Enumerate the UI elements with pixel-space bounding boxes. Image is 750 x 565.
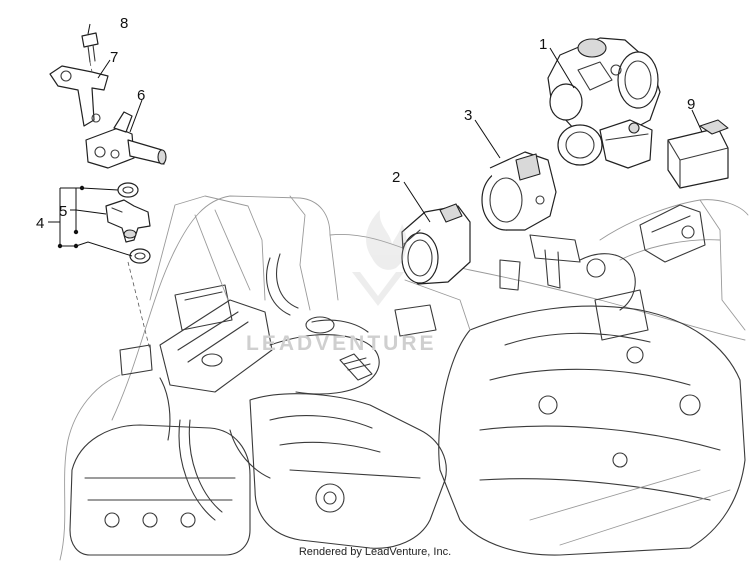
callout-6: 6	[137, 87, 145, 104]
callout-leaders	[48, 23, 703, 257]
assembly-guide-lines	[89, 61, 151, 351]
engine-frame-illustration	[59, 195, 749, 561]
o-ring-part	[129, 248, 151, 264]
callout-9: 9	[687, 96, 695, 113]
sensor-part	[85, 111, 167, 169]
clamp-coupling-part	[481, 151, 557, 231]
cover-pad-part	[667, 119, 729, 189]
callout-4: 4	[36, 215, 44, 232]
footer-credit: Rendered by LeadVenture, Inc.	[298, 546, 452, 558]
callout-3: 3	[464, 107, 472, 124]
watermark-text: LEADVENTURE	[246, 332, 437, 355]
intake-sleeve-part	[401, 203, 471, 285]
callout-8: 8	[120, 15, 128, 32]
callout-5: 5	[59, 203, 67, 220]
washer-part	[117, 182, 139, 198]
callout-7: 7	[110, 49, 118, 66]
temperature-sensor-part	[105, 199, 151, 243]
watermark-flame-logo	[352, 210, 407, 306]
mounting-bracket-part	[49, 65, 109, 127]
bolt-part	[81, 32, 99, 63]
callout-1: 1	[539, 36, 547, 53]
callout-2: 2	[392, 169, 400, 186]
callout-numbers: 1 2 3 4 5 6 7 8 9	[36, 15, 695, 232]
throttle-body-part	[547, 37, 661, 169]
